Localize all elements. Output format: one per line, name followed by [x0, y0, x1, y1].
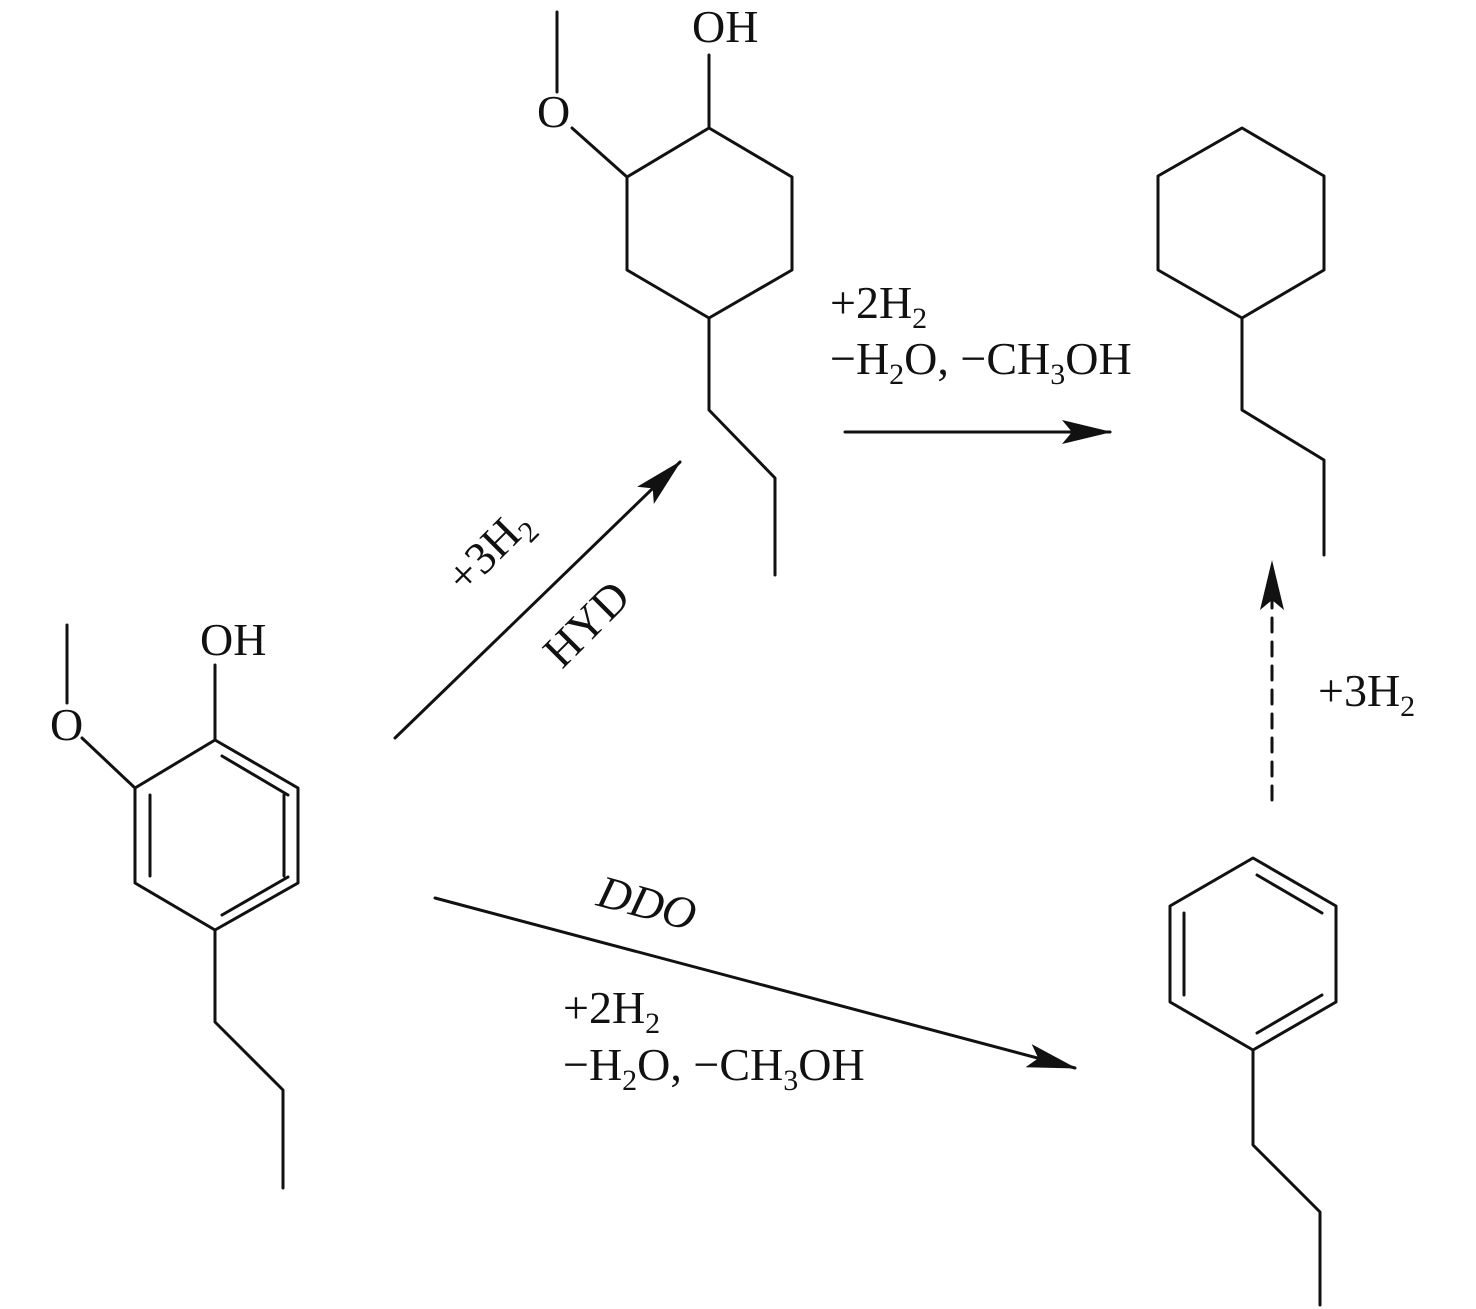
ddo-byproducts-label: −H2O, −CH3OH	[563, 1039, 865, 1097]
molecule-propylcyclohexane	[1156, 126, 1326, 557]
methoxy-oxygen-label: O	[537, 86, 570, 137]
hydroxyl-label: OH	[692, 1, 758, 52]
hdo-byproducts-label: −H2O, −CH3OH	[830, 333, 1132, 391]
ddo-arrow	[433, 896, 1077, 1070]
bonds	[555, 10, 794, 577]
bonds	[1156, 126, 1326, 557]
methoxy-oxygen-label: O	[50, 699, 83, 750]
ddo-reagent-label: +2H2	[563, 982, 660, 1040]
ring-hydrogenation-reagent-label: +3H2	[1318, 665, 1415, 723]
molecule-methoxy-propylcyclohexanol: OH O	[537, 1, 794, 577]
molecule-propylguaiacol: OH O	[50, 614, 300, 1190]
ddo-label: DDO	[591, 865, 701, 940]
bonds	[1168, 856, 1338, 1307]
hyd-arrow	[393, 460, 682, 740]
hdo-reagent-label: +2H2	[830, 277, 927, 335]
hyd-reagent-label: +3H2	[436, 497, 546, 607]
bonds	[65, 623, 300, 1190]
hydroxyl-label: OH	[200, 614, 266, 665]
hyd-label: HYD	[533, 571, 640, 678]
molecule-propylbenzene	[1168, 856, 1338, 1307]
